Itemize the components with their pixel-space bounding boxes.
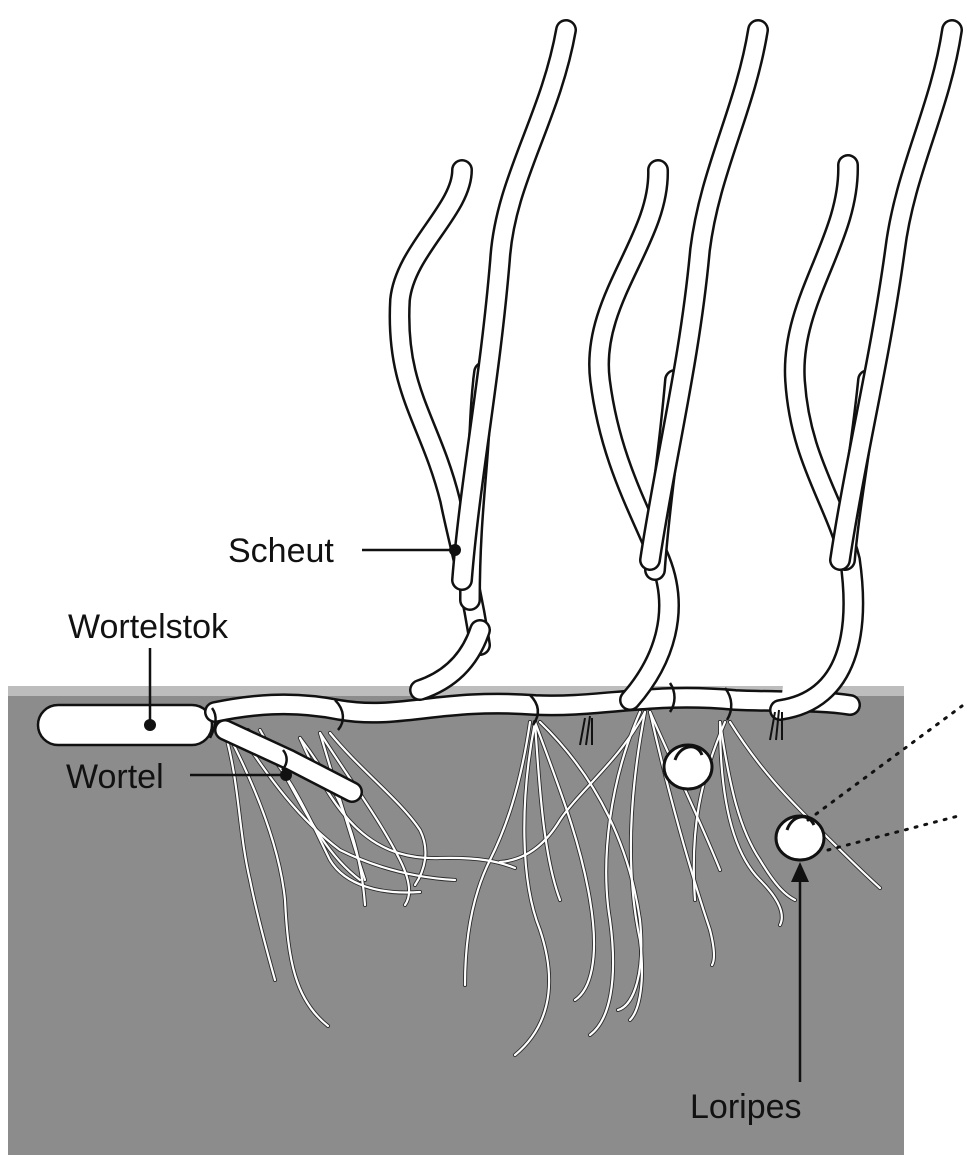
clam-2 — [776, 816, 824, 860]
shoot-group-3 — [780, 30, 952, 710]
clam-1 — [664, 745, 712, 789]
shoot-group-1 — [400, 30, 566, 690]
shoot-group-2 — [599, 30, 758, 700]
label-rhizome: Wortelstok — [68, 608, 229, 646]
label-shoot: Scheut — [228, 532, 334, 570]
label-loripes: Loripes — [690, 1088, 802, 1126]
label-root: Wortel — [66, 758, 164, 796]
